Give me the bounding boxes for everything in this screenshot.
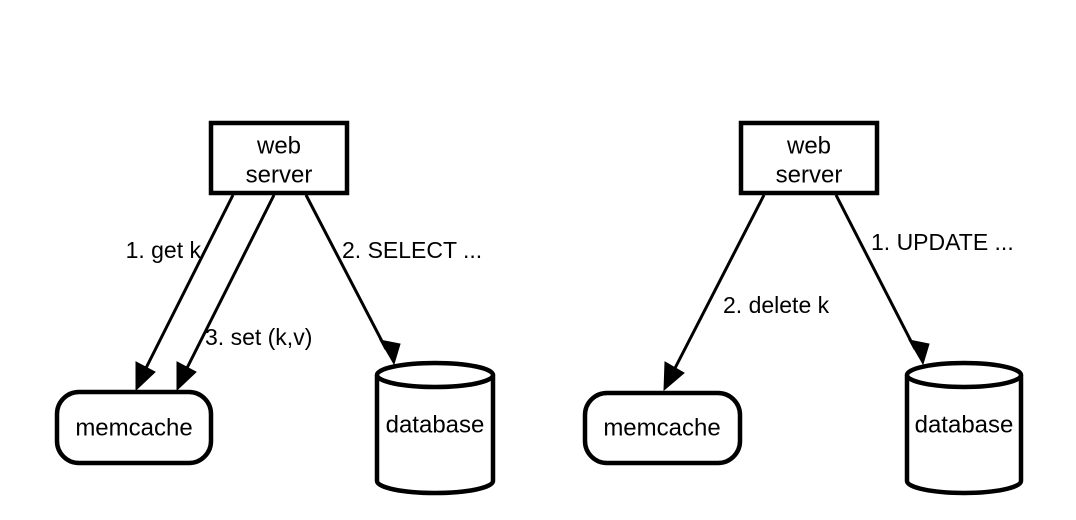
edge-get-k: 1. get k [126, 194, 235, 392]
edge-delete-k-arrowhead [663, 361, 685, 392]
web-server-box-left[interactable] [208, 120, 350, 196]
panel-cache-read-path: 1. get k 3. set (k,v) 2. SELECT ... web … [54, 120, 496, 496]
web-server-label-line2-right: server [776, 161, 843, 188]
edge-delete-k-line [670, 194, 766, 375]
node-database-left[interactable]: database [374, 360, 496, 496]
database-cylinder-body-right[interactable] [904, 375, 1024, 496]
edge-label-delete-k: 2. delete k [723, 292, 830, 318]
web-server-label-line1-right: web [786, 132, 831, 159]
database-cylinder-top-right[interactable] [904, 360, 1024, 390]
edge-label-select: 2. SELECT ... [342, 237, 482, 263]
edge-update-arrowhead [908, 339, 930, 366]
edge-select-line [304, 194, 388, 350]
edge-set-kv-arrowhead [176, 361, 197, 392]
database-cylinder-body-left[interactable] [374, 375, 496, 496]
web-server-box-right[interactable] [738, 120, 880, 196]
node-memcache-right[interactable]: memcache [582, 390, 743, 466]
edge-get-k-line [141, 194, 235, 375]
node-database-right[interactable]: database [904, 360, 1024, 496]
panel-cache-invalidation-path: 2. delete k 1. UPDATE ... web server mem… [582, 120, 1024, 496]
edge-update: 1. UPDATE ... [834, 194, 1014, 366]
edge-label-set-kv: 3. set (k,v) [205, 324, 312, 350]
edge-get-k-arrowhead [135, 361, 156, 392]
edge-label-update: 1. UPDATE ... [871, 229, 1014, 255]
edge-select: 2. SELECT ... [304, 194, 482, 366]
node-memcache-left[interactable]: memcache [54, 389, 214, 466]
web-server-label-line2-left: server [246, 161, 313, 188]
edge-update-line [834, 194, 917, 350]
memcache-box-left[interactable] [54, 389, 214, 466]
edge-set-kv-line [182, 194, 276, 375]
memcache-label-left: memcache [75, 414, 192, 441]
edge-set-kv: 3. set (k,v) [176, 194, 312, 392]
memcache-label-right: memcache [603, 414, 720, 441]
database-cylinder-top-left[interactable] [374, 360, 496, 390]
database-label-right: database [915, 411, 1014, 438]
edge-select-arrowhead [379, 339, 401, 366]
node-web-server-right[interactable]: web server [738, 120, 880, 196]
database-label-left: database [386, 411, 485, 438]
edge-label-get-k: 1. get k [126, 237, 202, 263]
web-server-label-line1-left: web [256, 132, 301, 159]
memcache-box-right[interactable] [582, 390, 743, 466]
edge-delete-k: 2. delete k [663, 194, 830, 392]
node-web-server-left[interactable]: web server [208, 120, 350, 196]
